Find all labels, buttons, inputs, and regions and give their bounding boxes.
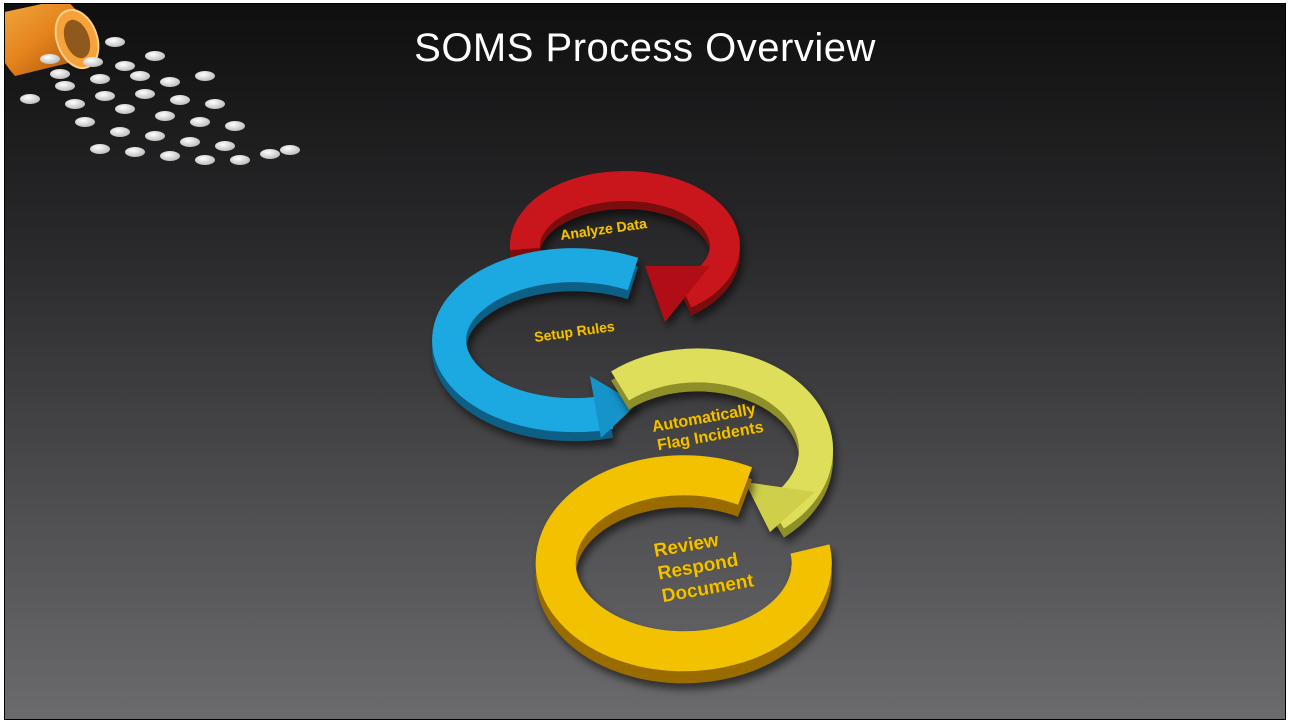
label-review-respond-document: Review Respond Document [652, 525, 756, 607]
pill-bottle-illustration [5, 4, 300, 165]
pill-icon [110, 127, 130, 137]
pill-icon [115, 104, 135, 114]
pill-icon [260, 149, 280, 159]
pill-icon [50, 69, 70, 79]
pill-icon [55, 81, 75, 91]
pill-icon [130, 71, 150, 81]
slide-title: SOMS Process Overview [414, 26, 876, 70]
pill-icon [225, 121, 245, 131]
pill-icon [195, 71, 215, 81]
label-analyze-data: Analyze Data [559, 215, 648, 243]
flag-incidents-arrowhead [745, 482, 815, 532]
pill-icon [105, 37, 125, 47]
pill-icon [145, 51, 165, 61]
pill-icon [135, 89, 155, 99]
pill-icon [90, 144, 110, 154]
pill-icon [75, 117, 95, 127]
pill-icon [83, 57, 103, 67]
pill-icon [125, 147, 145, 157]
pill-icon [230, 155, 250, 165]
pills-icon [20, 37, 300, 165]
step-setup-rules [432, 248, 639, 442]
pill-icon [180, 137, 200, 147]
process-diagram: Analyze Data Setup Rules Automatically F… [432, 171, 833, 684]
pill-icon [160, 77, 180, 87]
pill-icon [40, 54, 60, 64]
pill-icon [205, 99, 225, 109]
pill-icon [190, 117, 210, 127]
pill-icon [65, 99, 85, 109]
step-analyze-data [509, 171, 740, 322]
step-review-respond-document [535, 455, 832, 684]
pill-icon [145, 131, 165, 141]
pill-icon [215, 141, 235, 151]
pill-icon [160, 151, 180, 161]
slide: SOMS Process Overview [4, 3, 1286, 720]
pill-icon [155, 111, 175, 121]
review-ring [535, 455, 832, 672]
pill-icon [95, 91, 115, 101]
pill-icon [195, 155, 215, 165]
flag-incidents-arrow [611, 348, 833, 529]
pill-icon [170, 95, 190, 105]
setup-rules-arrow [432, 248, 639, 433]
setup-rules-arrowhead [590, 376, 637, 438]
label-flag-incidents: Automatically Flag Incidents [651, 400, 765, 454]
step-flag-incidents [611, 348, 833, 538]
pill-bottle-icon [5, 4, 100, 76]
pill-icon [280, 145, 300, 155]
analyze-data-arrow [509, 171, 740, 308]
pill-icon [90, 74, 110, 84]
label-setup-rules: Setup Rules [533, 318, 616, 345]
analyze-data-arrowhead [645, 266, 710, 322]
pill-icon [115, 61, 135, 71]
pill-icon [20, 94, 40, 104]
